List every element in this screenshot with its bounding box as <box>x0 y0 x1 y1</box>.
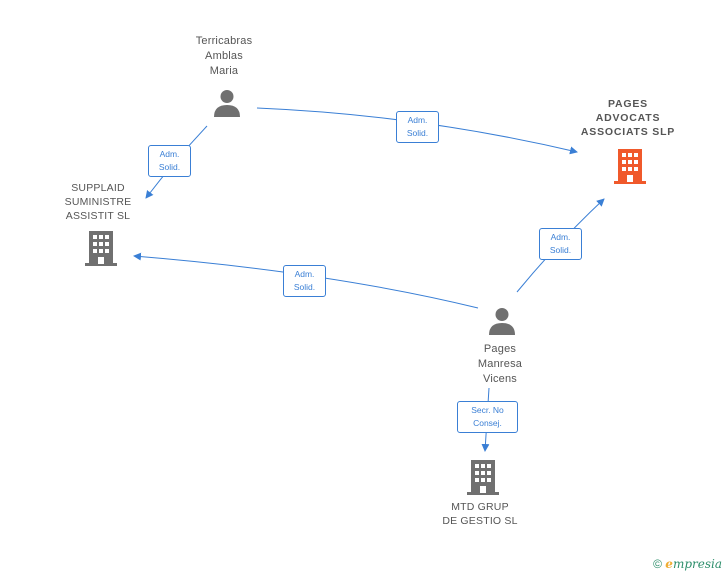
node-label-supplaid[interactable]: SUPPLAID SUMINISTRE ASSISTIT SL <box>64 182 132 222</box>
relation-label-manresa-to-pages-advocats[interactable]: Adm. Solid. <box>539 228 582 260</box>
node-label-terricabras[interactable]: Terricabras Amblas Maria <box>195 35 253 77</box>
node-label-mtd-grup[interactable]: MTD GRUP DE GESTIO SL <box>442 501 518 527</box>
building-icon-focus[interactable] <box>613 148 647 184</box>
person-icon[interactable] <box>212 88 242 118</box>
empresia-footer[interactable]: © empresia <box>653 557 722 571</box>
copyright-symbol: © <box>653 557 662 571</box>
building-icon[interactable] <box>84 230 118 266</box>
relation-label-manresa-to-supplaid[interactable]: Adm. Solid. <box>283 265 326 297</box>
building-icon[interactable] <box>466 459 500 495</box>
empresia-logo: empresia <box>665 557 722 571</box>
person-icon[interactable] <box>487 306 517 336</box>
relation-label-terricabras-to-pages-advocats[interactable]: Adm. Solid. <box>396 111 439 143</box>
node-label-pages-advocats[interactable]: PAGES ADVOCATS ASSOCIATS SLP <box>580 98 676 138</box>
relation-label-manresa-to-mtd-grup[interactable]: Secr. No Consej. <box>457 401 518 433</box>
node-label-pages-manresa[interactable]: Pages Manresa Vicens <box>477 343 523 385</box>
relation-label-terricabras-to-supplaid[interactable]: Adm. Solid. <box>148 145 191 177</box>
